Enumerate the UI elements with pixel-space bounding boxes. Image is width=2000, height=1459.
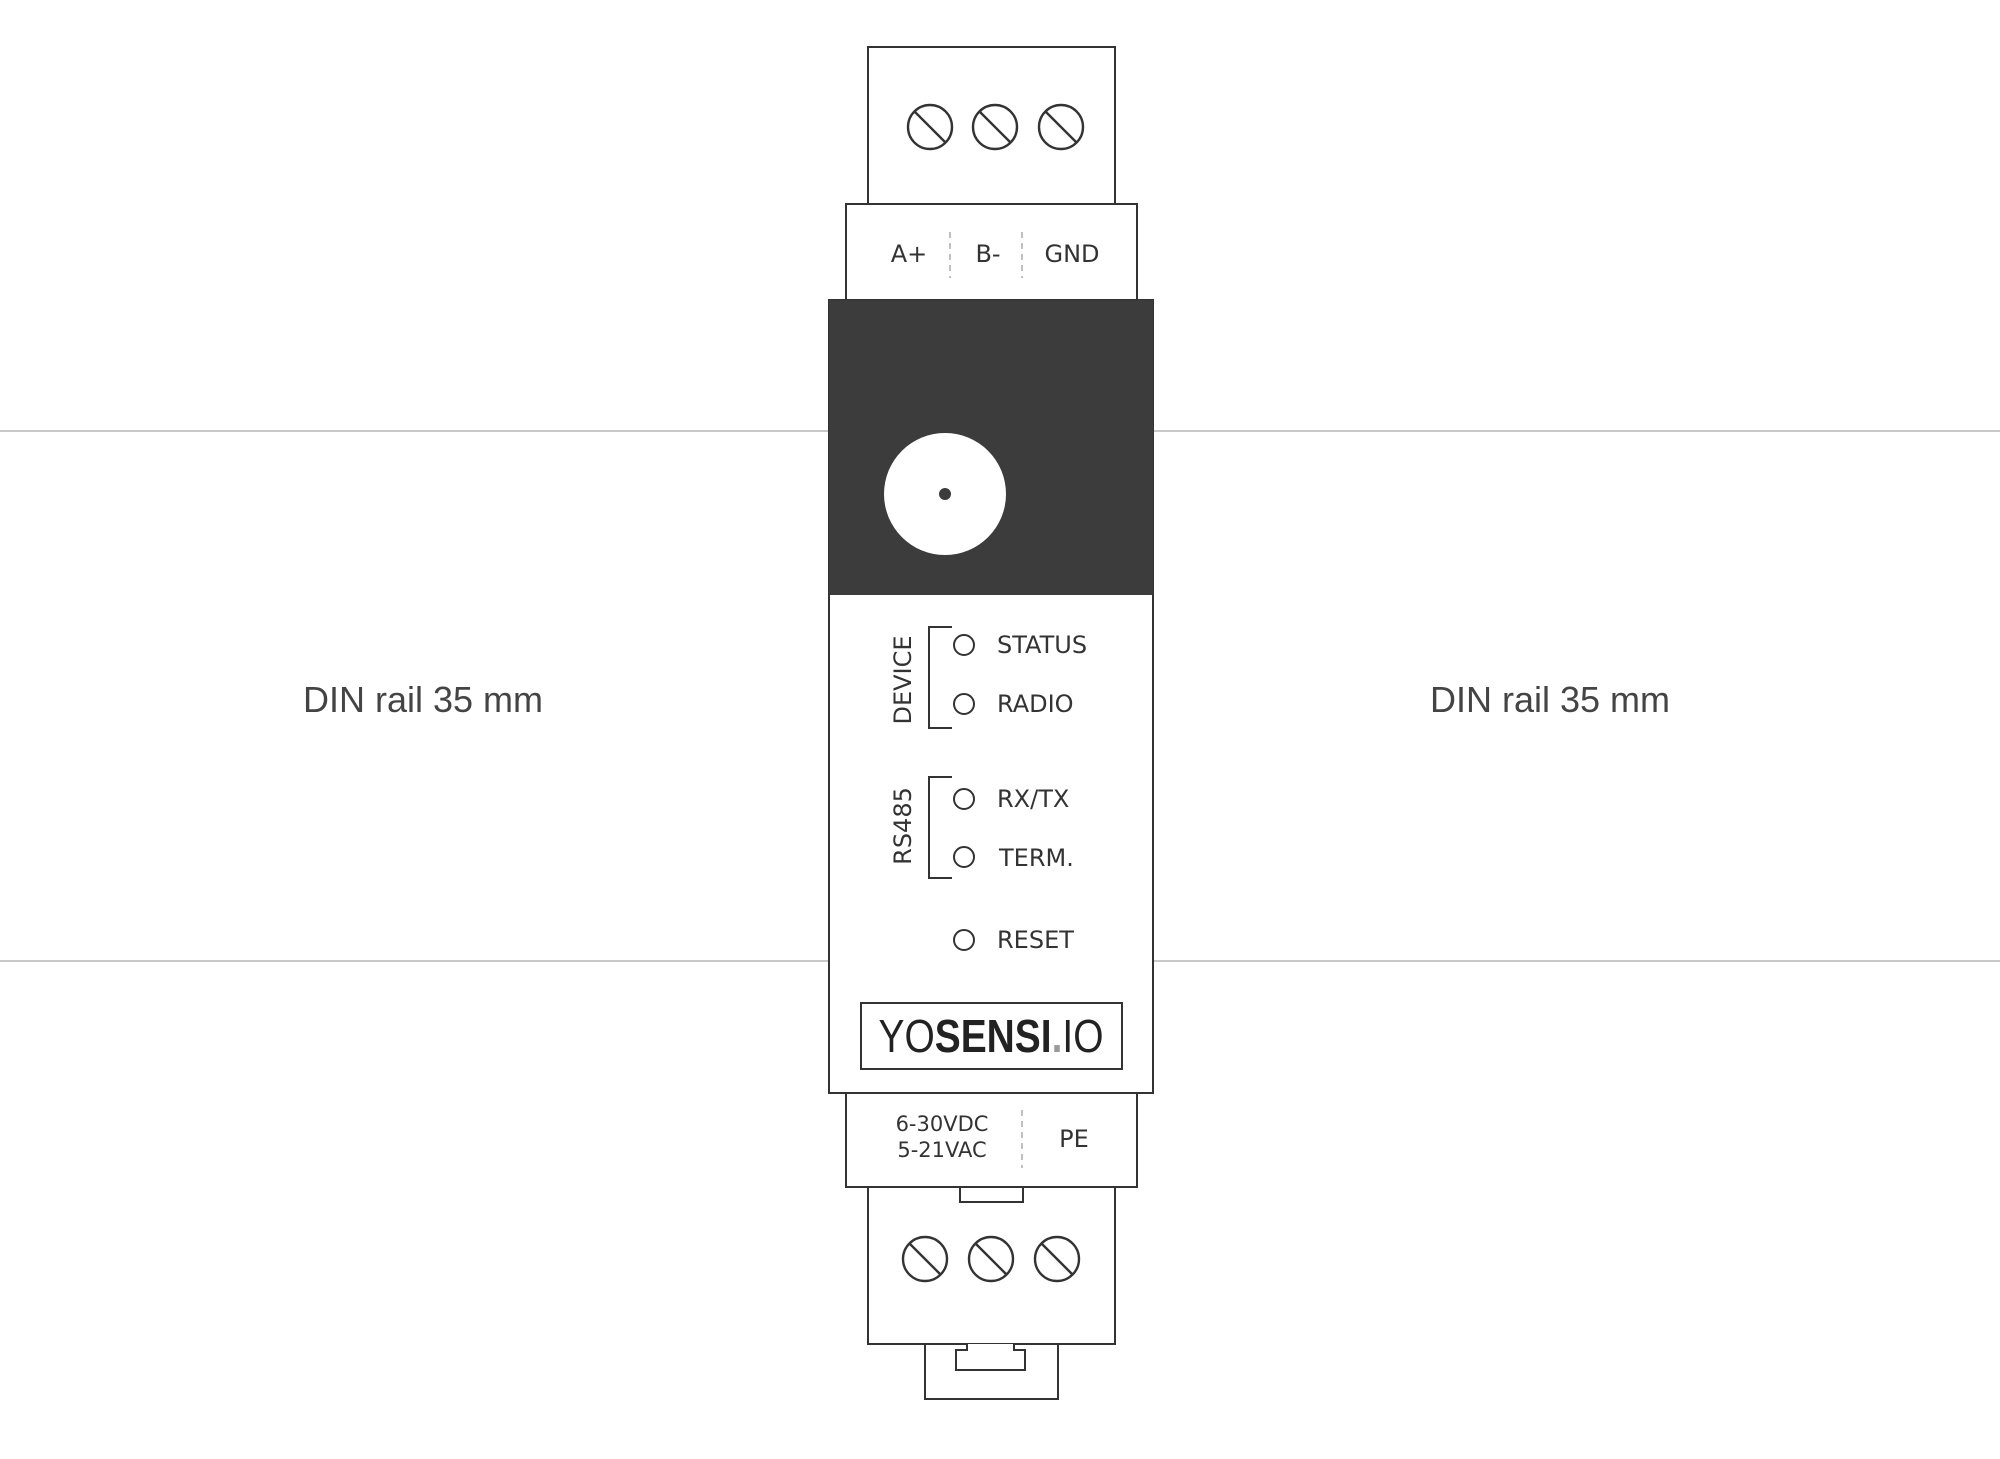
led-label-radio: RADIO xyxy=(997,690,1074,718)
bracket-rs485 xyxy=(928,776,952,879)
led-label-status: STATUS xyxy=(997,631,1087,659)
terminal-label-b-minus: B- xyxy=(975,240,1000,268)
brand-logo: YOSENSI.IO xyxy=(879,1010,1104,1062)
screw-icon xyxy=(1033,1235,1081,1283)
terminal-label-a-plus: A+ xyxy=(891,240,928,268)
logo-frame xyxy=(860,1002,1123,1070)
din-rail-label-right: DIN rail 35 mm xyxy=(1430,679,1670,720)
terminal-label-pe: PE xyxy=(1059,1125,1089,1153)
bracket-device xyxy=(928,626,952,729)
bottom-terminal-label-plate xyxy=(845,1092,1138,1188)
led-indicator-icon xyxy=(953,634,975,656)
screw-icon xyxy=(901,1235,949,1283)
top-terminal-dividers xyxy=(949,232,1023,278)
group-label-rs485: RS485 xyxy=(889,787,917,865)
screw-icon xyxy=(1037,103,1085,151)
led-indicator-icon xyxy=(953,788,975,810)
reset-button[interactable] xyxy=(953,929,975,951)
reset-label: RESET xyxy=(997,926,1074,954)
led-label-rx-tx: RX/TX xyxy=(997,785,1069,813)
power-label-ac: 5-21VAC xyxy=(897,1138,986,1162)
din-rail xyxy=(0,430,2000,962)
led-indicator-icon xyxy=(953,693,975,715)
power-label-dc: 6-30VDC xyxy=(896,1112,989,1136)
screw-icon xyxy=(967,1235,1015,1283)
group-label-device: DEVICE xyxy=(889,635,917,724)
antenna-connector-icon xyxy=(884,433,1006,555)
bottom-latch-tab-top xyxy=(959,1186,1024,1203)
antenna-panel xyxy=(829,300,1153,595)
din-rail-label-left: DIN rail 35 mm xyxy=(303,679,543,720)
led-indicator-icon xyxy=(953,846,975,868)
led-label-term: TERM. xyxy=(998,844,1074,872)
din-clip-latch xyxy=(955,1344,1026,1371)
top-screws xyxy=(906,103,1085,151)
bottom-screws xyxy=(901,1235,1081,1283)
screw-icon xyxy=(971,103,1019,151)
screw-icon xyxy=(906,103,954,151)
terminal-label-gnd: GND xyxy=(1044,240,1099,268)
